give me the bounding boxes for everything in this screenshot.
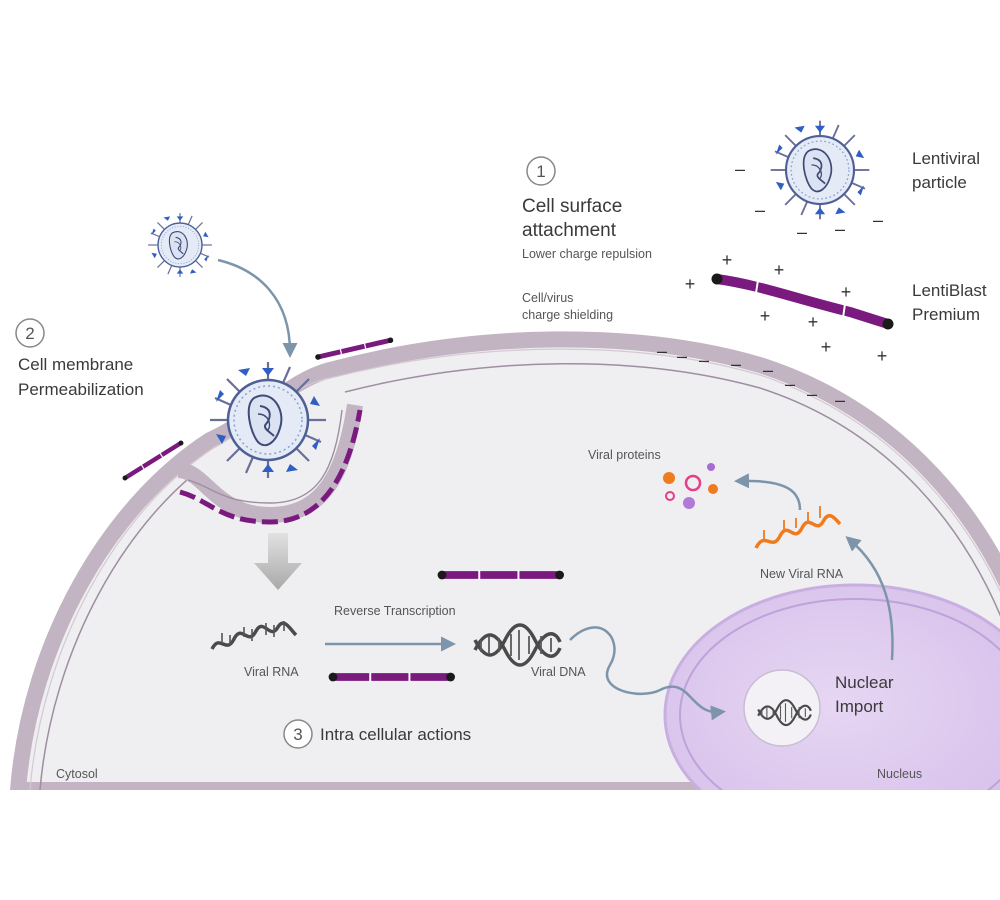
reverse-transcription-label: Reverse Transcription [334, 604, 456, 618]
step-3-group: 3 Intra cellular actions [283, 719, 471, 749]
svg-text:–: – [731, 354, 741, 374]
svg-text:–: – [835, 219, 845, 239]
legend-particle-line1: Lentiviral [912, 149, 980, 168]
legend-polymer-line2: Premium [912, 305, 980, 324]
nuclear-transport-arrow [569, 626, 726, 721]
translation-arrow [734, 473, 802, 511]
svg-text:–: – [657, 341, 667, 361]
entering-virus-icon [208, 360, 328, 480]
viral-rna-label: Viral RNA [244, 665, 299, 679]
svg-text:–: – [797, 222, 807, 242]
membrane-negative-charges: – – – – – – – – [657, 341, 845, 410]
step-1-number: 1 [536, 162, 545, 181]
svg-text:–: – [785, 374, 795, 394]
svg-text:+: + [841, 282, 852, 302]
step-1-group: 1 Cell surface attachment Lower charge r… [522, 156, 652, 322]
nuclear-import-line2: Import [835, 697, 883, 716]
step-1-title-line2: attachment [522, 220, 617, 241]
shielding-line1: Cell/virus [522, 291, 573, 305]
internalization-arrow [254, 533, 302, 590]
nucleus-label: Nucleus [877, 767, 922, 781]
legend-polymer-line1: LentiBlast [912, 281, 987, 300]
new-viral-rna-icon [754, 506, 842, 549]
legend: Lentiviral particle – – – – – LentiBlast… [657, 119, 987, 410]
entry-arrow [217, 258, 298, 358]
shielding-line2: charge shielding [522, 308, 613, 322]
svg-text:–: – [873, 210, 883, 230]
step-2-title-line1: Cell membrane [18, 355, 133, 374]
viral-dna-label: Viral DNA [531, 665, 586, 679]
new-viral-rna-label: New Viral RNA [760, 567, 844, 581]
viral-proteins-label: Viral proteins [588, 448, 661, 462]
svg-text:+: + [774, 260, 785, 280]
step-2-title-line2: Permeabilization [18, 380, 144, 399]
step-3-number: 3 [293, 725, 302, 744]
step-1-title-line1: Cell surface [522, 196, 622, 217]
nucleus [663, 583, 1000, 790]
lentiblast-polymer-icon [711, 273, 894, 330]
legend-particle-line2: particle [912, 173, 967, 192]
nuclear-import-line1: Nuclear [835, 673, 894, 692]
viral-proteins-icon [663, 463, 718, 509]
svg-text:–: – [763, 360, 773, 380]
svg-text:–: – [755, 200, 765, 220]
step-2-number: 2 [25, 324, 34, 343]
polymer-positive-charges: + + + + + + + + [685, 250, 888, 366]
step-2-group: 2 Cell membrane Permeabilization [15, 318, 144, 399]
lentiviral-particle-icon [769, 119, 871, 221]
svg-text:–: – [735, 159, 745, 179]
svg-text:+: + [760, 306, 771, 326]
step-3-badge [283, 719, 313, 749]
svg-text:–: – [677, 346, 687, 366]
svg-text:+: + [877, 346, 888, 366]
export-arrow [845, 536, 894, 661]
svg-text:+: + [821, 337, 832, 357]
svg-text:–: – [807, 384, 817, 404]
svg-text:+: + [808, 312, 819, 332]
svg-text:+: + [685, 274, 696, 294]
virus-negative-charges: – – – – – [735, 159, 883, 242]
step-3-title: Intra cellular actions [320, 725, 471, 744]
cytosol-label: Cytosol [56, 767, 98, 781]
step-1-badge [526, 156, 556, 186]
incoming-virus-icon [147, 212, 213, 278]
svg-text:–: – [699, 350, 709, 370]
svg-text:–: – [835, 390, 845, 410]
step-2-badge [15, 318, 45, 348]
svg-text:+: + [722, 250, 733, 270]
step-1-subtitle: Lower charge repulsion [522, 247, 652, 261]
cell [9, 331, 1000, 790]
